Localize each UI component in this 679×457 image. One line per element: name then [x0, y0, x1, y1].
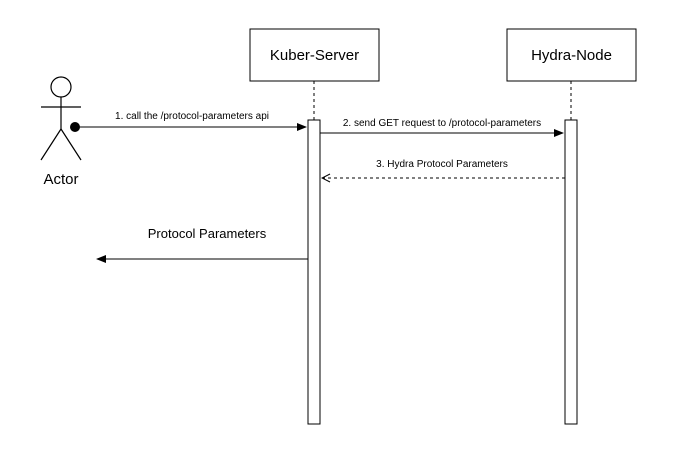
participant-label-hydra-node: Hydra-Node [531, 47, 612, 64]
actor-figure [40, 76, 82, 161]
actor-label: Actor [43, 171, 78, 188]
participant-box-hydra-node [506, 28, 637, 82]
actor-left-leg [40, 128, 62, 161]
participant-label-kuber-server: Kuber-Server [270, 47, 359, 64]
actor-head [50, 76, 72, 98]
activation-bar-kuber-server [307, 119, 321, 425]
activation-bar-hydra-node [564, 119, 578, 425]
message-3-label: 3. Hydra Protocol Parameters [376, 159, 508, 170]
message-4-label: Protocol Parameters [148, 226, 267, 241]
actor-right-leg [60, 128, 82, 161]
participant-box-kuber-server [249, 28, 380, 82]
message-2-label: 2. send GET request to /protocol-paramet… [343, 118, 541, 129]
message-1-label: 1. call the /protocol-parameters api [115, 111, 269, 122]
